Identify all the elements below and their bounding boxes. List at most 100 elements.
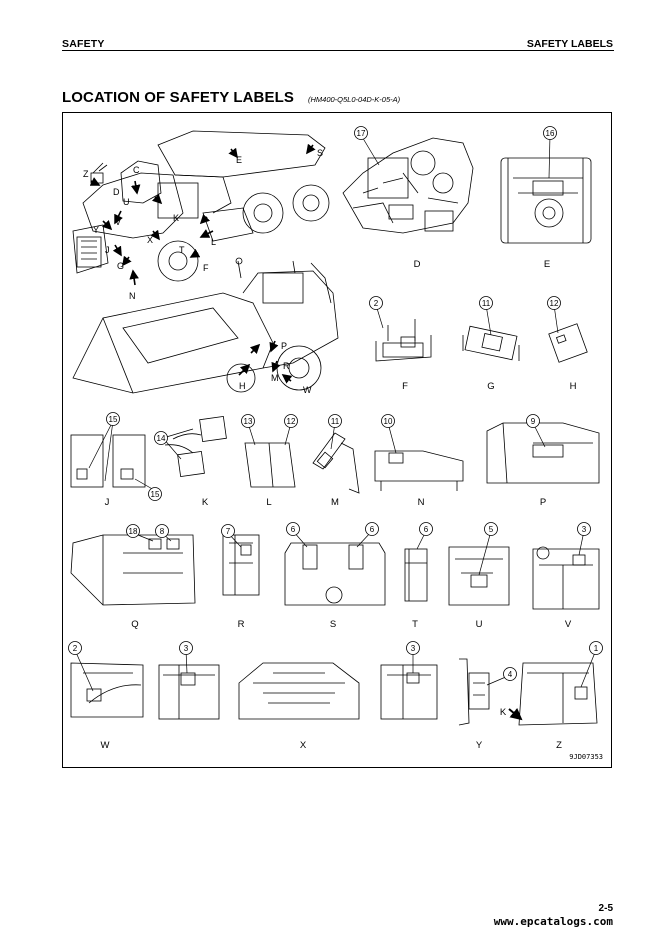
panel-letter: T (412, 619, 418, 630)
panel-letter: H (570, 381, 577, 392)
detail-u (448, 546, 510, 606)
svg-text:6: 6 (291, 525, 296, 534)
figure-frame: Z D C E S U V Y T L X F N J G P K R H M … (62, 112, 612, 768)
callout-14: 14 (154, 431, 168, 445)
callout-3: 3 (577, 522, 591, 536)
panel-letter: Y (476, 740, 483, 751)
figure-id: 9JD07353 (569, 753, 603, 761)
detail-x-center (238, 662, 360, 720)
svg-text:13: 13 (244, 417, 253, 426)
panel-letter: P (540, 497, 546, 508)
callout-12: 12 (547, 296, 561, 310)
detail-y (458, 658, 490, 726)
main-view-letter: G (117, 261, 124, 271)
detail-g (462, 325, 520, 361)
panel-letter: K (202, 497, 209, 508)
callout-6: 6 (365, 522, 379, 536)
svg-text:2: 2 (73, 644, 78, 653)
detail-m (312, 432, 360, 494)
header-chapter: SAFETY LABELS (526, 38, 613, 50)
main-view-letter: N (129, 291, 136, 301)
k-direction-letter: K (500, 707, 507, 718)
svg-text:12: 12 (287, 417, 296, 426)
main-view-letter: H (239, 381, 246, 391)
detail-t (404, 548, 428, 602)
svg-text:6: 6 (370, 525, 375, 534)
detail-s (284, 542, 386, 606)
detail-e-rear (500, 157, 592, 244)
panel-letter: N (418, 497, 425, 508)
detail-q (70, 534, 196, 606)
panel-letter: F (402, 381, 408, 392)
callout-12: 12 (284, 414, 298, 428)
header-section: SAFETY (62, 38, 105, 50)
truck-rear-view (72, 257, 339, 394)
svg-text:7: 7 (226, 527, 231, 536)
header-rule (62, 50, 614, 51)
k-direction-arrow (508, 707, 523, 721)
callout-3: 3 (179, 641, 193, 655)
detail-l (244, 442, 296, 488)
callout-10: 10 (381, 414, 395, 428)
main-view-letter: J (105, 245, 110, 255)
panel-letter: E (544, 259, 550, 270)
svg-text:15: 15 (109, 415, 118, 424)
main-view-letter: S (317, 148, 323, 158)
svg-text:15: 15 (151, 490, 160, 499)
main-view-letter: V (115, 217, 121, 227)
panel-letter: W (101, 740, 110, 751)
leader-lines (74, 134, 597, 692)
callout-15: 15 (148, 487, 162, 501)
callout-2: 2 (68, 641, 82, 655)
panel-letter: G (487, 381, 494, 392)
detail-v (532, 546, 600, 610)
svg-text:16: 16 (546, 129, 555, 138)
detail-w (70, 662, 144, 718)
detail-h (548, 323, 588, 363)
svg-text:9: 9 (531, 417, 536, 426)
detail-j (70, 434, 146, 488)
svg-text:4: 4 (508, 670, 513, 679)
panel-letter: Z (556, 740, 562, 751)
callout-16: 16 (543, 126, 557, 140)
main-view-letter: W (303, 385, 312, 395)
callout-18: 18 (126, 524, 140, 538)
svg-text:8: 8 (160, 527, 165, 536)
callout-1: 1 (589, 641, 603, 655)
website-footer: www.epcatalogs.com (493, 915, 613, 928)
detail-f (375, 319, 432, 362)
svg-text:3: 3 (582, 525, 587, 534)
callout-3: 3 (406, 641, 420, 655)
svg-text:17: 17 (357, 129, 366, 138)
svg-text:2: 2 (374, 299, 379, 308)
svg-text:12: 12 (550, 299, 559, 308)
main-view-letter: C (133, 165, 140, 175)
main-view-arrows-1 (89, 143, 316, 286)
callout-11: 11 (328, 414, 342, 428)
svg-text:3: 3 (184, 644, 189, 653)
main-view-letter: E (236, 155, 242, 165)
panel-letter: R (238, 619, 245, 630)
panel-letter: X (300, 740, 307, 751)
callout-17: 17 (354, 126, 368, 140)
page-number: 2-5 (598, 903, 613, 914)
main-view-letter: R (283, 361, 290, 371)
detail-r (222, 534, 260, 596)
main-view-letter: P (281, 341, 287, 351)
callout-7: 7 (221, 524, 235, 538)
panel-letter: D (414, 259, 421, 270)
detail-d-engine (342, 137, 474, 234)
svg-text:5: 5 (489, 525, 494, 534)
callout-11: 11 (479, 296, 493, 310)
main-view-letter: F (203, 263, 209, 273)
detail-z (518, 662, 598, 726)
main-view-arrows-2 (238, 340, 293, 384)
panel-letter: V (565, 619, 572, 630)
detail-n (374, 450, 464, 491)
main-view-letter: X (147, 235, 153, 245)
svg-text:6: 6 (424, 525, 429, 534)
svg-text:18: 18 (129, 527, 138, 536)
panel-letter: U (476, 619, 483, 630)
truck-front-view (72, 130, 330, 282)
detail-k (164, 415, 227, 478)
